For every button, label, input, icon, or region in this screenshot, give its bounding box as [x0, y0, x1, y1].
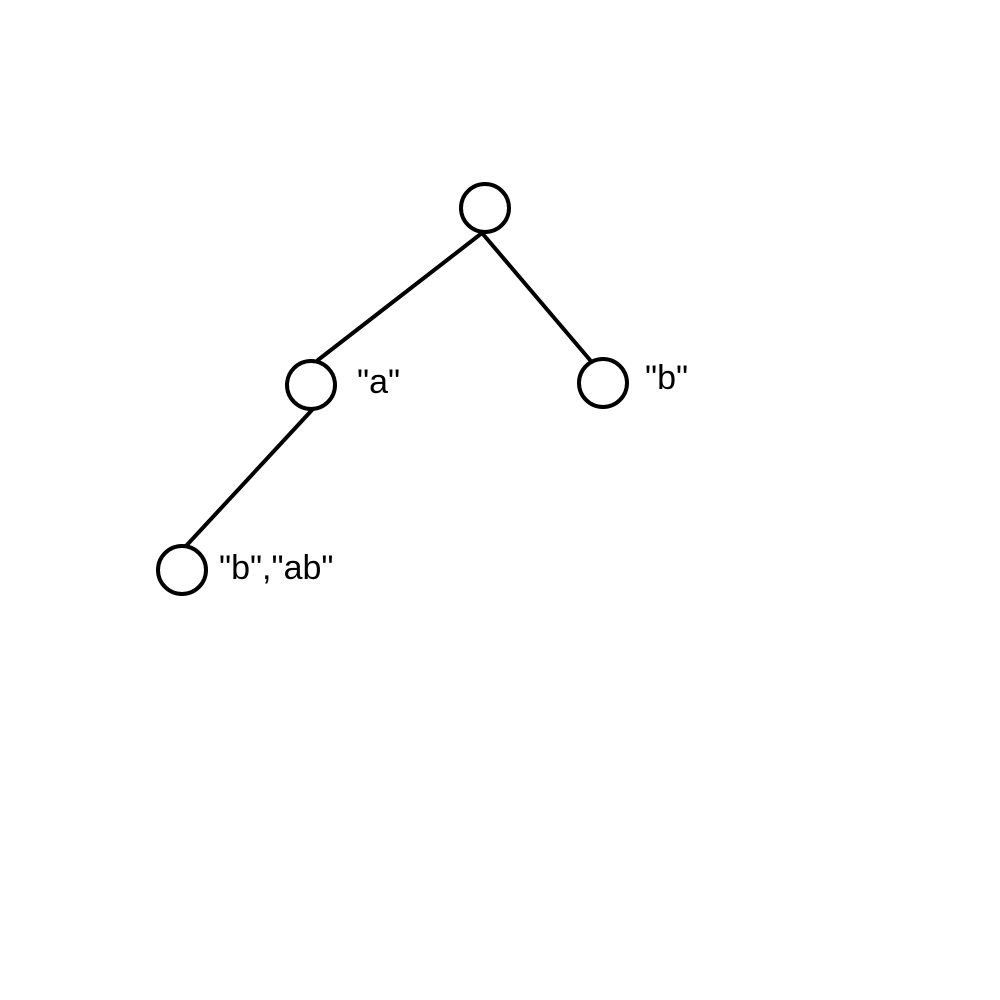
edge-a-to-ab: [184, 408, 314, 548]
edge-root-to-a: [316, 231, 484, 362]
tree-node-a: [285, 359, 337, 411]
tree-node-root: [459, 182, 511, 234]
edge-root-to-b: [480, 231, 592, 362]
tree-node-b: [577, 357, 629, 409]
tree-node-ab: [156, 544, 208, 596]
node-label-a: "a": [357, 363, 400, 401]
node-label-ab: "b","ab": [219, 549, 333, 587]
node-label-b: "b": [645, 359, 688, 397]
